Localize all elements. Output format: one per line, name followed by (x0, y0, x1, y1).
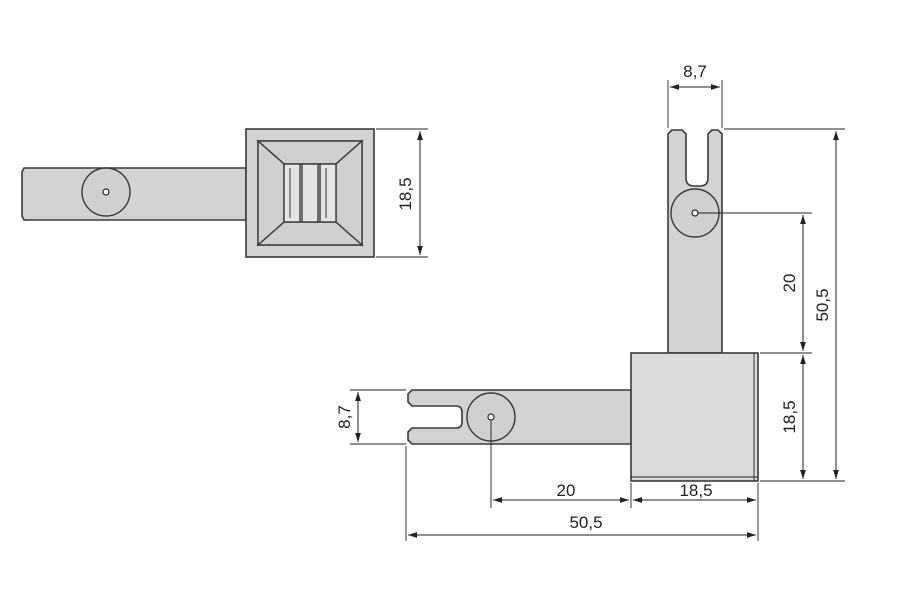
dim-label-right-block-height: 18,5 (780, 400, 799, 433)
horizontal-arm (407, 389, 632, 445)
horizontal-arm-hole-center (487, 413, 495, 421)
dim-label-right-hole-offset: 20 (780, 274, 799, 293)
top-view-slot-right (319, 163, 337, 223)
top-view-slot-center (301, 163, 319, 223)
top-view-arm (21, 167, 247, 221)
vertical-arm-hole-center (691, 209, 699, 217)
vertical-arm (667, 129, 723, 354)
dim-label-right-total-height: 50,5 (813, 288, 832, 321)
front-view: 8,7 20 18,5 50,5 8,7 20 18,5 50,5 (335, 62, 845, 541)
top-view-hole-center (102, 188, 110, 196)
corner-block (630, 352, 759, 482)
dim-label-bottom-total-width: 50,5 (569, 513, 602, 532)
top-view: 18,5 (21, 128, 428, 258)
dim-label-top-width: 8,7 (683, 62, 707, 81)
dim-label-left-arm-width: 8,7 (335, 405, 354, 429)
top-view-slot-left (283, 163, 301, 223)
dim-label-bottom-hole-offset: 20 (557, 481, 576, 500)
dim-label-bottom-block-width: 18,5 (679, 481, 712, 500)
dim-label-top-view-height: 18,5 (396, 177, 415, 210)
